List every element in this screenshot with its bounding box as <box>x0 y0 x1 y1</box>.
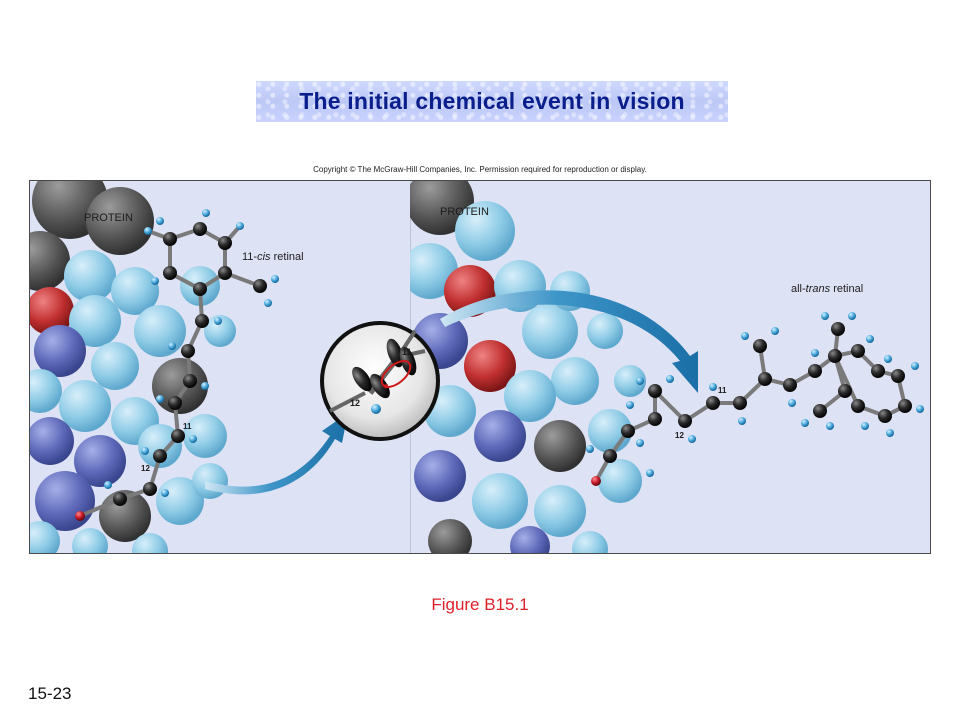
slide-number: 15-23 <box>28 684 72 703</box>
trans-retinal-label: all-trans retinal <box>791 283 863 295</box>
rotation-inset: 11 12 <box>320 321 440 441</box>
trans-retinal-hydrogens <box>586 312 924 477</box>
isomerization-arrow-right <box>440 290 698 393</box>
retinal-figure: PROTEIN 11-cis retinal 11 12 <box>29 180 931 554</box>
cis-retinal-carbons <box>75 222 267 521</box>
copyright-notice: Copyright © The McGraw-Hill Companies, I… <box>313 165 647 174</box>
right-protein-atoms <box>410 181 646 553</box>
right-carbon-12-label: 12 <box>675 431 684 440</box>
cis-retinal-label: 11-cis retinal <box>242 251 304 263</box>
figure-caption: Figure B15.1 <box>431 595 529 614</box>
right-carbon-11-label: 11 <box>718 386 727 395</box>
retinal-illustration: PROTEIN 11-cis retinal 11 12 <box>30 181 930 553</box>
cis-retinal-hydrogens <box>104 209 279 497</box>
isomerization-arrow-left <box>205 413 348 495</box>
right-protein-label: PROTEIN <box>440 206 489 218</box>
trans-retinal-carbons <box>591 322 912 486</box>
left-protein-atoms <box>30 181 236 553</box>
slide-title: The initial chemical event in vision <box>299 88 685 114</box>
inset-carbon-11-label: 11 <box>402 347 412 357</box>
slide-title-box: The initial chemical event in vision <box>256 81 728 122</box>
left-carbon-11-label: 11 <box>183 422 192 431</box>
left-protein-label: PROTEIN <box>84 212 133 224</box>
inset-carbon-12-label: 12 <box>350 398 360 408</box>
left-carbon-12-label: 12 <box>141 464 150 473</box>
right-panel: PROTEIN all-trans retinal 11 12 <box>410 181 930 553</box>
